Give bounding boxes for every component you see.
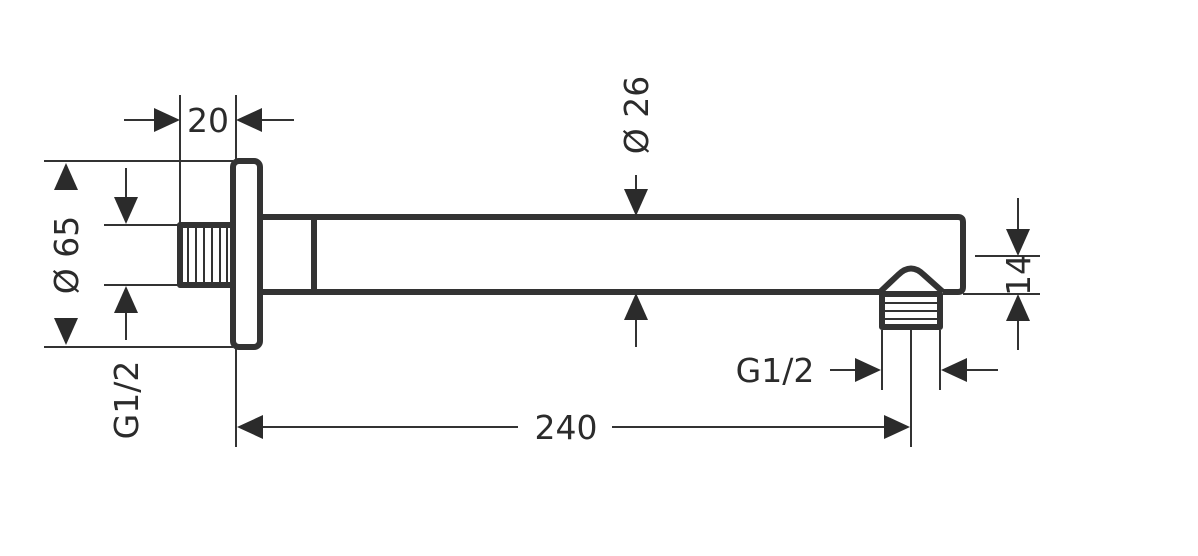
- arrow-icon: [1006, 294, 1030, 321]
- outlet-nozzle: [877, 265, 946, 330]
- label-outlet-thread: G1/2: [736, 351, 815, 390]
- arrow-icon: [237, 415, 263, 439]
- dimension-inlet-thread: G1/2: [107, 168, 146, 439]
- label-length: 240: [535, 408, 598, 447]
- arrow-icon: [236, 108, 262, 132]
- label-outlet-height: 14: [999, 254, 1038, 296]
- label-pipe-diameter: Ø 26: [617, 76, 656, 154]
- arrow-icon: [114, 197, 138, 224]
- arrow-icon: [855, 358, 881, 382]
- arrow-icon: [1006, 229, 1030, 256]
- arrow-icon: [624, 189, 648, 216]
- dimension-length: 240: [237, 408, 910, 447]
- inlet-thread: [177, 222, 236, 288]
- dimension-outlet-thread: G1/2: [736, 351, 998, 390]
- extension-lines: [44, 95, 1040, 447]
- dimension-outlet-height: 14: [999, 198, 1038, 350]
- arrow-icon: [941, 358, 967, 382]
- dimension-flange-depth: 20: [124, 101, 294, 140]
- shower-arm-part: [177, 158, 966, 350]
- label-flange-diameter: Ø 65: [47, 216, 86, 294]
- arrow-icon: [154, 108, 180, 132]
- dimension-flange-diameter: Ø 65: [47, 163, 86, 345]
- label-inlet-thread: G1/2: [107, 361, 146, 440]
- arrow-icon: [884, 415, 910, 439]
- arrow-icon: [54, 163, 78, 190]
- arrow-icon: [114, 286, 138, 313]
- label-flange-depth: 20: [187, 101, 229, 140]
- pipe: [260, 214, 966, 295]
- wall-flange: [230, 158, 263, 350]
- arrow-icon: [624, 293, 648, 320]
- dimension-pipe-diameter: Ø 26: [617, 76, 656, 347]
- arrow-icon: [54, 318, 78, 345]
